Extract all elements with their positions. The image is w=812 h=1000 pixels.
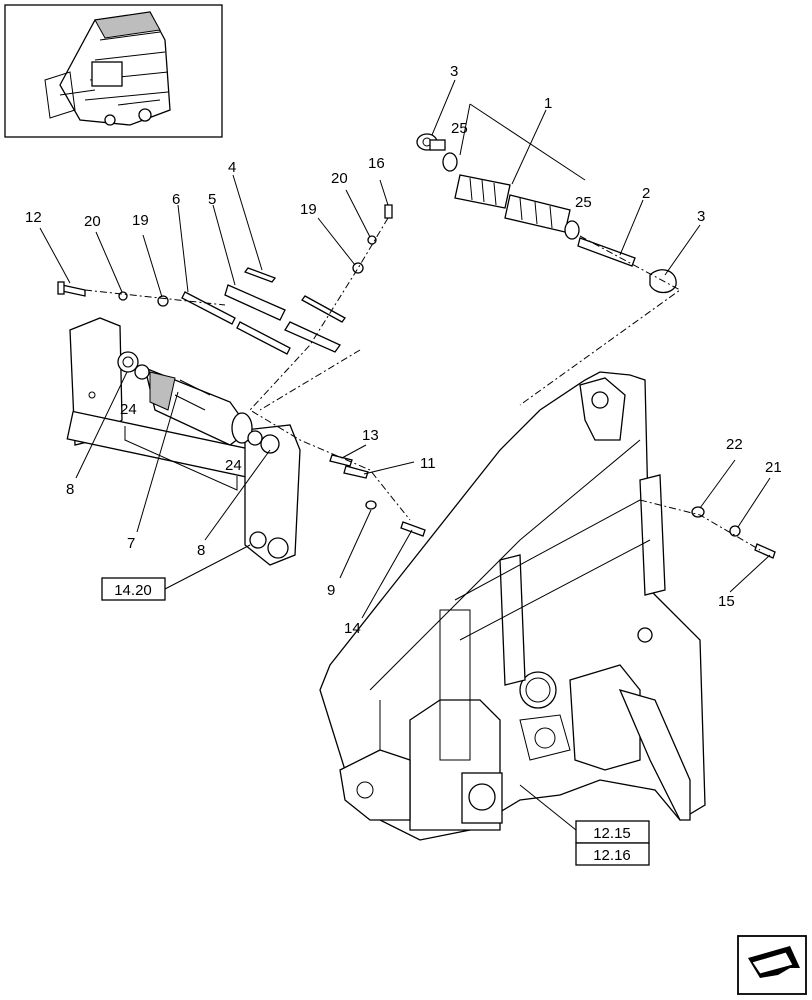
reference-14-20[interactable]: 14.20 bbox=[101, 577, 166, 601]
callout-8: 8 bbox=[66, 481, 74, 498]
leader-lines bbox=[39, 79, 771, 831]
callout-19: 19 bbox=[132, 212, 149, 229]
next-page-arrow-icon[interactable] bbox=[737, 935, 807, 995]
assembly-center-lines bbox=[84, 217, 761, 551]
callout-24: 24 bbox=[120, 401, 137, 418]
callout-3: 3 bbox=[697, 208, 705, 225]
callout-5: 5 bbox=[208, 191, 216, 208]
callout-1: 1 bbox=[544, 95, 552, 112]
reference-label: 14.20 bbox=[114, 582, 152, 599]
callout-14: 14 bbox=[344, 620, 361, 637]
roller-assembly-left bbox=[66, 317, 301, 566]
callout-20: 20 bbox=[84, 213, 101, 230]
callout-labels: 1 2 3 3 4 5 6 7 8 8 9 11 12 13 14 15 16 … bbox=[25, 63, 782, 637]
callout-9: 9 bbox=[327, 582, 335, 599]
callout-4: 4 bbox=[228, 159, 236, 176]
callout-3: 3 bbox=[450, 63, 458, 80]
callout-11: 11 bbox=[420, 455, 436, 472]
callout-22: 22 bbox=[726, 436, 743, 453]
callout-24: 24 bbox=[225, 457, 242, 474]
scraper-parts bbox=[181, 267, 346, 355]
callout-25: 25 bbox=[451, 120, 468, 137]
callout-7: 7 bbox=[127, 535, 135, 552]
callout-15: 15 bbox=[718, 593, 735, 610]
reference-12-16[interactable]: 12.16 bbox=[575, 842, 650, 866]
callout-25: 25 bbox=[575, 194, 592, 211]
callout-12: 12 bbox=[25, 209, 42, 226]
callout-8: 8 bbox=[197, 542, 205, 559]
thumbnail-inset bbox=[4, 4, 223, 138]
baler-thumbnail-illustration bbox=[44, 11, 171, 126]
callout-21: 21 bbox=[765, 459, 782, 476]
reference-label: 12.15 bbox=[593, 825, 631, 842]
callout-20: 20 bbox=[331, 170, 348, 187]
callout-19: 19 bbox=[300, 201, 317, 218]
callout-16: 16 bbox=[368, 155, 385, 172]
callout-13: 13 bbox=[362, 427, 379, 444]
reference-12-15[interactable]: 12.15 bbox=[575, 820, 650, 844]
main-frame-assembly bbox=[319, 371, 706, 841]
upper-roller-assembly bbox=[416, 133, 677, 294]
callout-2: 2 bbox=[642, 185, 650, 202]
callout-6: 6 bbox=[172, 191, 180, 208]
reference-label: 12.16 bbox=[593, 847, 631, 864]
